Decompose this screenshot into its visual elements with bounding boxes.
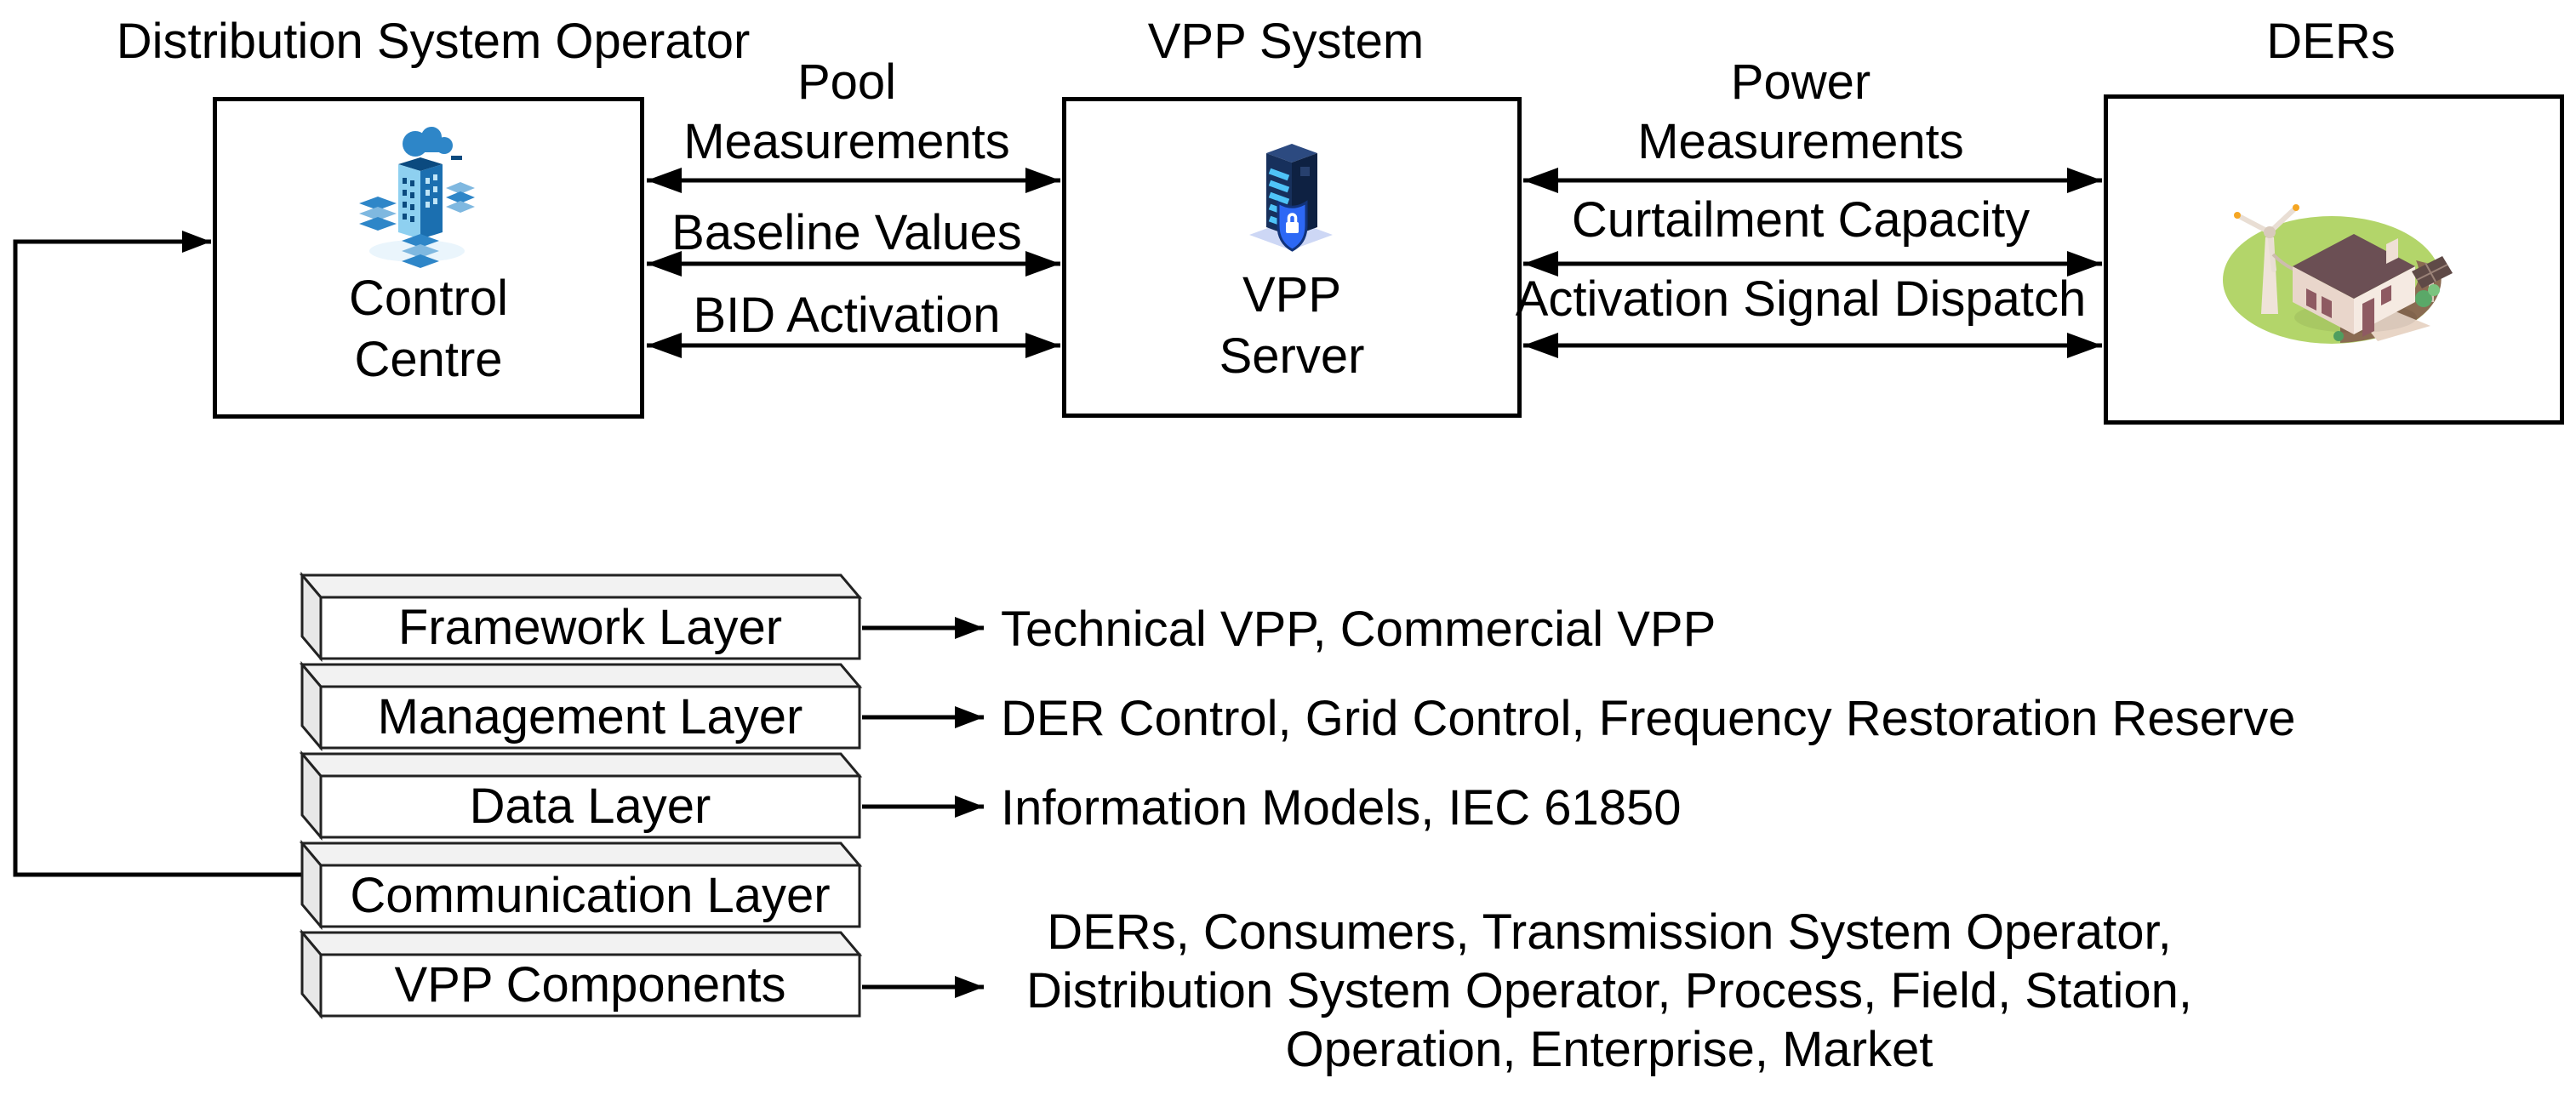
main-building	[398, 157, 443, 239]
vpp-components-detail-line3: Operation, Enterprise, Market	[1285, 1022, 1933, 1077]
layer-stack	[299, 571, 863, 1020]
power-measurements-label-line2: Measurements	[1637, 114, 1964, 169]
vpp-components-detail-line2: Distribution System Operator, Process, F…	[1026, 963, 2192, 1018]
vpp-server-label-line2: Server	[1219, 328, 1365, 384]
vpp-components-detail-line1: DERs, Consumers, Transmission System Ope…	[1047, 904, 2172, 960]
ders-icon	[2223, 204, 2453, 344]
activation-signal-dispatch-label: Activation Signal Dispatch	[1515, 271, 2087, 327]
cloud-icon	[403, 127, 453, 157]
power-measurements-label-line1: Power	[1730, 54, 1871, 110]
data-layer-detail: Information Models, IEC 61850	[1001, 780, 1682, 836]
data-layer-label: Data Layer	[469, 779, 711, 834]
vpp-system-title: VPP System	[1147, 14, 1425, 69]
vpp-server-label: VPP Server	[1062, 265, 1522, 387]
pool-measurements-label-line1: Pool	[797, 54, 897, 110]
framework-layer-box	[299, 571, 863, 663]
management-layer-detail: DER Control, Grid Control, Frequency Res…	[1001, 691, 2296, 746]
curtailment-capacity-label: Curtailment Capacity	[1571, 192, 2031, 248]
ders-title: DERs	[2266, 14, 2396, 69]
vpp-components-detail: DERs, Consumers, Transmission System Ope…	[1001, 903, 2218, 1079]
baseline-values-label: Baseline Values	[671, 205, 1022, 260]
management-layer-box	[299, 660, 863, 752]
data-stack-left	[359, 197, 397, 231]
vpp-server-label-line1: VPP	[1242, 267, 1342, 322]
framework-layer-detail: Technical VPP, Commercial VPP	[1001, 602, 1716, 657]
wind-turbine-icon	[2234, 204, 2322, 314]
framework-layer-label: Framework Layer	[397, 600, 783, 655]
data-layer-box	[299, 750, 863, 841]
control-centre-label-line2: Centre	[354, 332, 503, 387]
tree-icon	[2333, 284, 2440, 341]
control-centre-icon	[359, 127, 475, 268]
bid-activation-label: BID Activation	[693, 288, 1001, 343]
control-centre-label-line1: Control	[349, 271, 508, 326]
data-stack-bottom	[402, 234, 439, 268]
data-stack-right	[446, 182, 475, 213]
communication-layer-label: Communication Layer	[350, 868, 831, 923]
communication-layer-box	[299, 839, 863, 931]
vpp-components-box	[299, 928, 863, 1020]
dso-title: Distribution System Operator	[116, 14, 751, 69]
communication-to-control-centre-connector	[13, 231, 305, 877]
house-icon	[2293, 234, 2417, 337]
management-layer-label: Management Layer	[377, 689, 803, 744]
vpp-server-icon	[1249, 144, 1333, 252]
vpp-components-label: VPP Components	[394, 957, 786, 1013]
power-measurements-label: Power Measurements	[1508, 53, 2093, 172]
pool-measurements-label-line2: Measurements	[683, 114, 1010, 169]
pool-measurements-label: Pool Measurements	[634, 53, 1060, 172]
control-centre-label: Control Centre	[213, 268, 644, 391]
security-shield-icon	[1277, 200, 1308, 252]
